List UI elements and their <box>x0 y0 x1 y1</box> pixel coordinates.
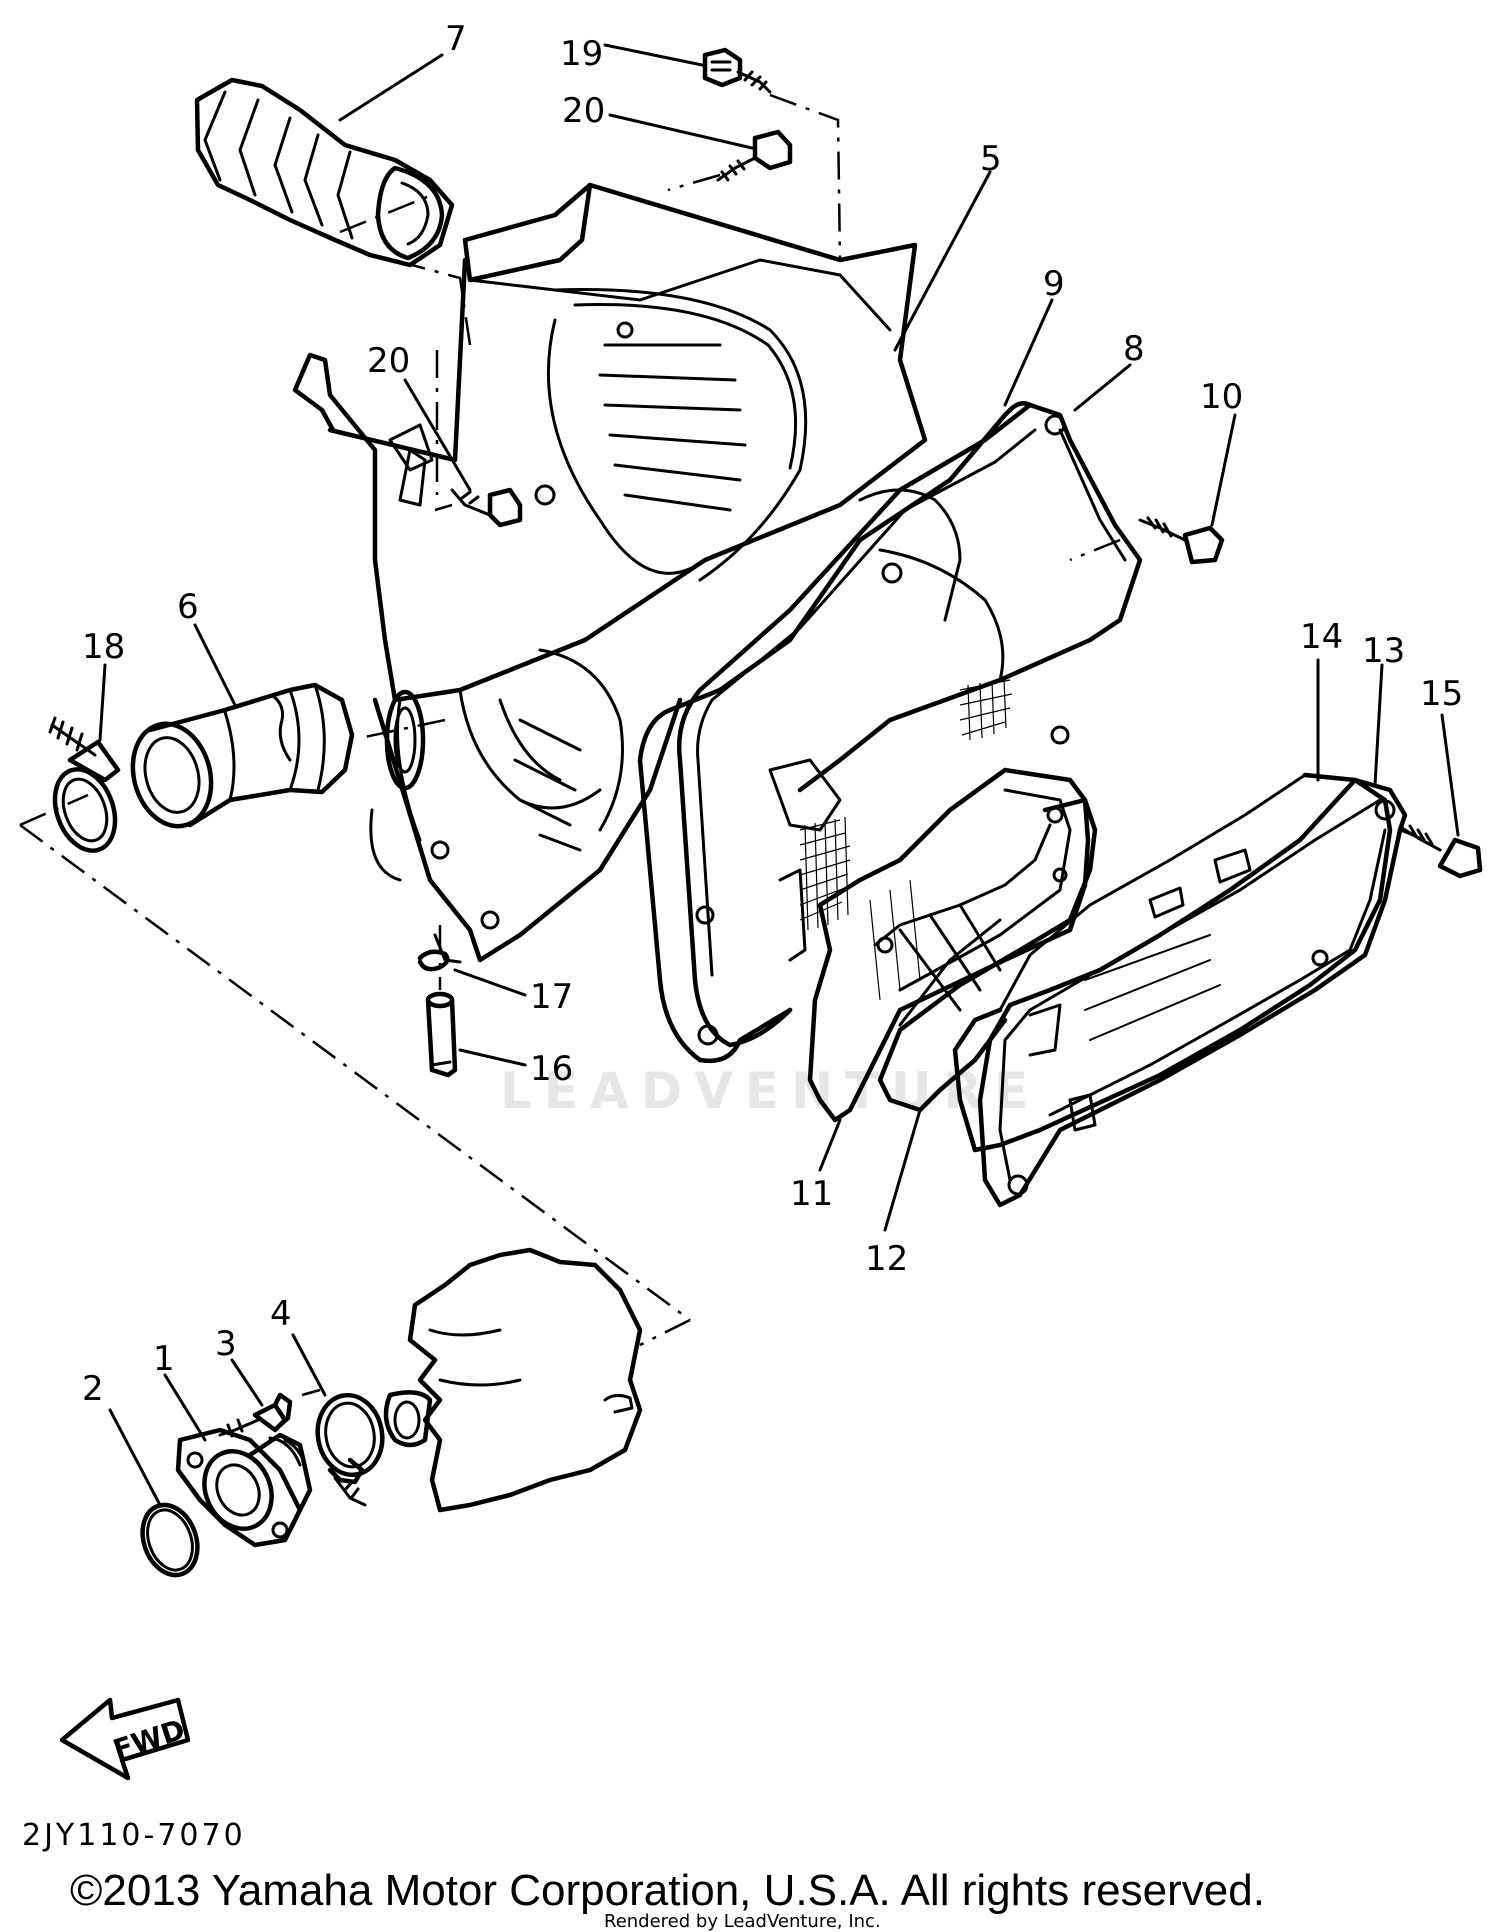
label-part-19: 19 <box>560 34 603 74</box>
label-part-11: 11 <box>790 1174 833 1214</box>
part-14-filter-frame <box>952 772 1393 1153</box>
part-17-clip <box>417 949 450 972</box>
label-part-7: 7 <box>445 19 467 59</box>
label-part-10: 10 <box>1200 377 1243 417</box>
leader-lines <box>98 43 1460 1507</box>
label-part-13: 13 <box>1362 631 1405 671</box>
engine-block-reference <box>383 1247 643 1513</box>
part-number-labels: 7 19 20 5 9 8 10 20 6 18 14 13 15 17 16 … <box>82 19 1463 1409</box>
part-4-hose-clamp <box>315 1392 385 1507</box>
label-part-15: 15 <box>1420 674 1463 714</box>
part-20-screw-lower <box>450 487 523 528</box>
part-3-bolt <box>218 1392 293 1438</box>
label-part-16: 16 <box>530 1049 573 1089</box>
label-part-18: 18 <box>82 627 125 667</box>
part-20-screw-upper <box>716 129 793 182</box>
rendered-by-credit: Rendered by LeadVenture, Inc. <box>604 1911 881 1932</box>
assembly-center-lines <box>19 93 1426 1397</box>
part-8-case-cap <box>677 402 1143 1048</box>
part-2-o-ring <box>140 1502 200 1578</box>
part-15-screw <box>1400 824 1483 879</box>
part-10-screw <box>1138 516 1225 565</box>
part-18-clamp <box>48 716 121 853</box>
part-1-carburetor-joint <box>175 1427 313 1548</box>
part-16-drain-hose <box>425 991 458 1078</box>
part-12-gasket <box>873 797 1098 1113</box>
label-part-20-upper: 20 <box>562 91 605 131</box>
label-part-20-lower: 20 <box>367 341 410 381</box>
label-part-2: 2 <box>82 1369 104 1409</box>
part-19-screw <box>702 47 772 94</box>
label-part-4: 4 <box>270 1294 292 1334</box>
part-5-air-box-housing <box>292 182 928 964</box>
part-13-case-cover <box>977 777 1408 1208</box>
fwd-direction-arrow: FWD <box>59 1697 191 1781</box>
label-part-1: 1 <box>153 1339 175 1379</box>
label-part-9: 9 <box>1043 264 1065 304</box>
copyright-notice: ©2013 Yamaha Motor Corporation, U.S.A. A… <box>70 1866 1265 1915</box>
label-part-17: 17 <box>530 977 573 1017</box>
label-part-6: 6 <box>177 587 199 627</box>
part-6-joint-hose <box>130 682 355 829</box>
label-part-8: 8 <box>1123 329 1145 369</box>
label-part-12: 12 <box>865 1239 908 1279</box>
part-7-intake-duct <box>194 77 455 268</box>
label-part-3: 3 <box>215 1324 237 1364</box>
fwd-arrow-label: FWD <box>109 1713 189 1767</box>
diagram-code: 2JY110-7070 <box>22 1818 246 1853</box>
label-part-14: 14 <box>1300 617 1343 657</box>
label-part-5: 5 <box>980 139 1002 179</box>
